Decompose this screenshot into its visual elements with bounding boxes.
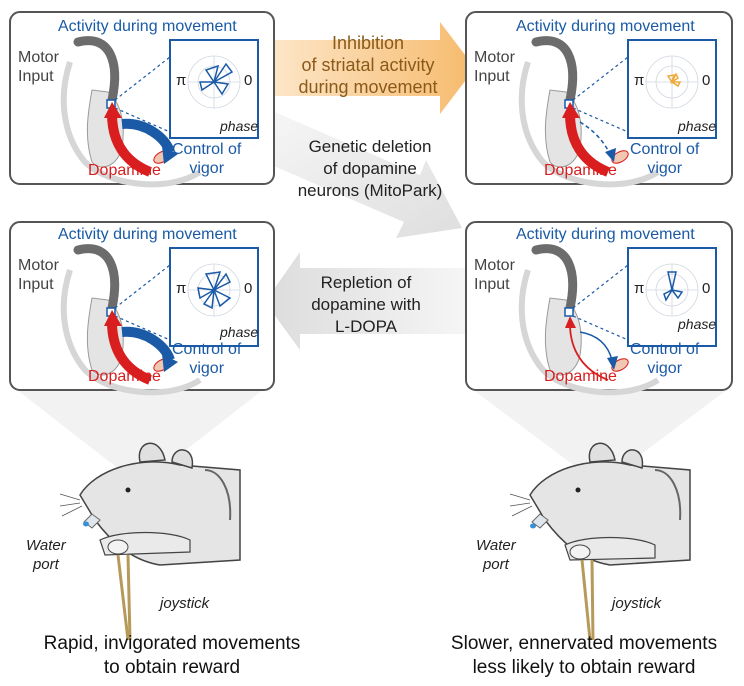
joystick-left: joystick	[160, 595, 210, 612]
panel-1-phase: phase	[220, 118, 259, 134]
mouse-right-drawing	[509, 442, 691, 641]
panel-2-control: Control of vigor	[630, 141, 700, 177]
panel-1-pi: π	[176, 72, 187, 89]
panel-3-dopamine: Dopamine	[88, 368, 161, 385]
inhibition-label: Inhibition of striatal activity during m…	[298, 33, 438, 97]
panel-3-zero: 0	[244, 280, 253, 297]
panel-2-motor-input: Motor Input	[474, 49, 515, 85]
panel-2-zero: 0	[702, 72, 711, 89]
panel-4-title: Activity during movement	[516, 226, 695, 243]
panel-3-control: Control of vigor	[172, 341, 242, 377]
panel-1-title: Activity during movement	[58, 18, 237, 35]
mouse-left-drawing	[59, 442, 241, 641]
panel-1-control: Control of vigor	[172, 141, 242, 177]
deletion-label: Genetic deletion of dopamine neurons (Mi…	[297, 137, 443, 200]
panel-3-pi: π	[176, 280, 187, 297]
caption-right: Slower, ennervated movements less likely…	[450, 633, 718, 678]
joystick-right: joystick	[612, 595, 662, 612]
panel-4-pi: π	[634, 280, 645, 297]
repletion-label: Repletion of dopamine with L-DOPA	[311, 273, 421, 336]
panel-3-motor-input: Motor Input	[18, 257, 59, 293]
panel-4-zero: 0	[702, 280, 711, 297]
panel-3-phase: phase	[220, 324, 259, 340]
caption-left: Rapid, invigorated movements to obtain r…	[43, 633, 301, 678]
panel-1-dopamine: Dopamine	[88, 162, 161, 179]
panel-4-control: Control of vigor	[630, 341, 700, 377]
panel-4-motor-input: Motor Input	[474, 257, 515, 293]
panel-4-phase: phase	[678, 316, 717, 332]
panel-3-title: Activity during movement	[58, 226, 237, 243]
water-port-right: Water port	[476, 537, 516, 573]
panel-2-phase: phase	[678, 118, 717, 134]
panel-2-title: Activity during movement	[516, 18, 695, 35]
panel-1-zero: 0	[244, 72, 253, 89]
water-port-left: Water port	[26, 537, 66, 573]
panel-2-dopamine: Dopamine	[544, 162, 617, 179]
panel-4-dopamine: Dopamine	[544, 368, 617, 385]
panel-2-pi: π	[634, 72, 645, 89]
panel-1-motor-input: Motor Input	[18, 49, 59, 85]
